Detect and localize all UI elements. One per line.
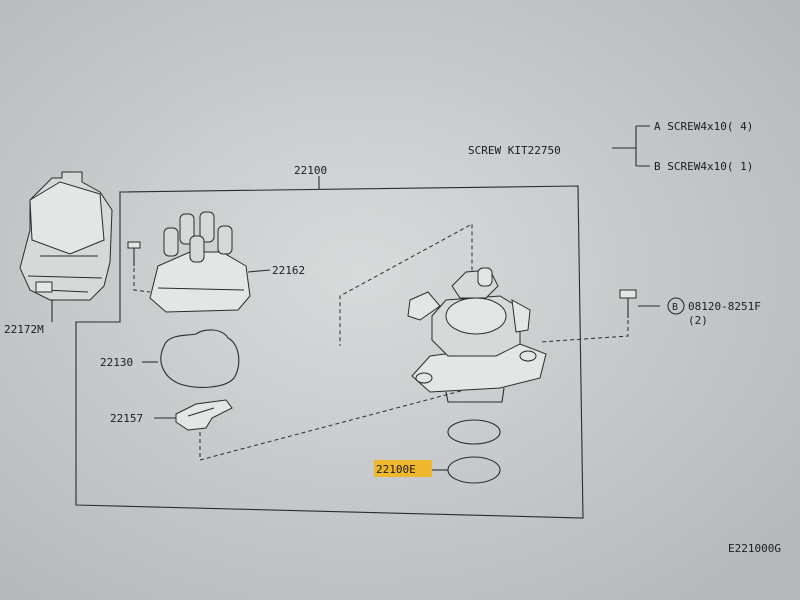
- distributor-body-icon: [407, 267, 547, 403]
- cap-screw-guide: [133, 268, 151, 293]
- bolt-quantity: (2): [688, 314, 708, 327]
- gasket-icon: [160, 329, 240, 388]
- screw-kit-bracket: [612, 125, 650, 167]
- screw-b-label: B SCREW4x10( 1): [654, 160, 753, 173]
- highlight-marker: [374, 460, 432, 477]
- distributor-cap-icon: [149, 211, 251, 313]
- assembly-alignment-line: [199, 223, 473, 461]
- distributor-cap-outer-icon: [19, 171, 113, 301]
- bolt-b-marker: B: [672, 302, 678, 313]
- screw-kit-label: SCREW KIT22750: [468, 144, 561, 157]
- bolt-guide: [539, 320, 629, 343]
- cap-outer-number: 22172M: [4, 323, 44, 336]
- screw-a-label: A SCREW4x10( 4): [654, 120, 753, 133]
- rotor-number: 22157: [110, 412, 143, 425]
- assembly-number: 22100: [294, 164, 327, 177]
- gasket-number: 22130: [100, 356, 133, 369]
- cap-number: 22162: [272, 264, 305, 277]
- rotor-icon: [175, 399, 233, 431]
- bolt-icon: [619, 289, 637, 318]
- bolt-part-number: 08120-8251F: [688, 300, 761, 313]
- cap-leader: [247, 269, 271, 273]
- assembly-frame: [75, 185, 584, 519]
- cap-screw-icon: [127, 241, 141, 266]
- figure-code: E221000G: [728, 542, 781, 555]
- o-ring-number: 22100E: [376, 463, 416, 476]
- o-ring-large-icon: [447, 419, 501, 445]
- bolt-b-circle-icon: [667, 297, 685, 315]
